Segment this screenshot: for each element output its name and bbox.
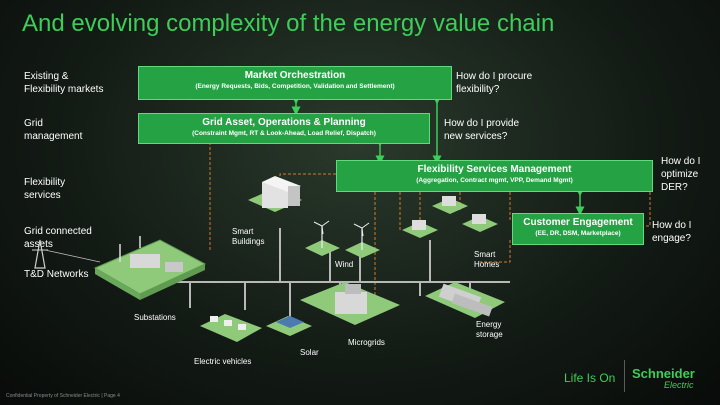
market-orchestration-title: Market Orchestration <box>244 70 346 81</box>
wind-illustration <box>305 220 380 258</box>
slide-title: And evolving complexity of the energy va… <box>22 10 555 37</box>
question-optimize-der: How do I optimize DER? <box>661 156 701 193</box>
market-orchestration-box: Market Orchestration (Energy Requests, B… <box>138 66 452 100</box>
question-new-services: How do I provide new services? <box>444 118 520 142</box>
grid-asset-title: Grid Asset, Operations & Planning <box>202 117 366 128</box>
market-orchestration-subtitle: (Energy Requests, Bids, Competition, Val… <box>195 83 395 90</box>
label-microgrids: Microgrids <box>348 338 385 347</box>
solar-illustration <box>266 316 312 336</box>
label-electric-vehicles: Electric vehicles <box>194 357 252 366</box>
flexibility-services-title: Flexibility Services Management <box>417 164 572 175</box>
flexibility-services-box: Flexibility Services Management (Aggrega… <box>336 160 653 192</box>
microgrids-illustration <box>300 282 400 325</box>
question-procure: How do I procure flexibility? <box>456 71 533 95</box>
logo-divider <box>624 360 625 392</box>
energy-storage-illustration <box>425 282 505 318</box>
row-label-grid-connected-assets: Grid connected assets <box>24 226 92 250</box>
life-is-on-tagline: Life Is On <box>564 371 616 385</box>
row-label-flexibility-services: Flexibility services <box>24 177 66 201</box>
customer-engagement-box: Customer Engagement (EE, DR, DSM, Market… <box>512 213 644 245</box>
smart-homes-illustration <box>402 196 498 238</box>
grid-asset-subtitle: (Constraint Mgmt, RT & Look-Ahead, Load … <box>192 130 376 137</box>
label-substations: Substations <box>134 313 176 322</box>
schneider-logo: Schneider <box>632 366 695 381</box>
row-label-markets: Existing & Flexibility markets <box>24 71 104 95</box>
label-wind: Wind <box>335 260 354 269</box>
grid-asset-box: Grid Asset, Operations & Planning (Const… <box>138 113 430 144</box>
label-energy-storage: Energy storage <box>476 320 503 339</box>
ev-illustration <box>200 314 262 342</box>
label-smart-homes: Smart Homes <box>474 250 500 269</box>
row-label-td-networks: T&D Networks <box>24 269 89 280</box>
electric-logo-sub: Electric <box>664 380 694 390</box>
footer-confidential: Confidential Property of Schneider Elect… <box>6 393 120 399</box>
substation-illustration <box>32 236 207 300</box>
customer-engagement-title: Customer Engagement <box>523 217 633 228</box>
row-label-grid-management: Grid management <box>24 118 83 142</box>
label-solar: Solar <box>300 348 319 357</box>
question-engage: How do I engage? <box>652 220 692 244</box>
label-smart-buildings: Smart Buildings <box>232 227 265 246</box>
smart-building-illustration <box>248 176 302 212</box>
customer-engagement-subtitle: (EE, DR, DSM, Marketplace) <box>535 230 621 237</box>
flexibility-services-subtitle: (Aggregation, Contract mgmt, VPP, Demand… <box>416 177 573 184</box>
